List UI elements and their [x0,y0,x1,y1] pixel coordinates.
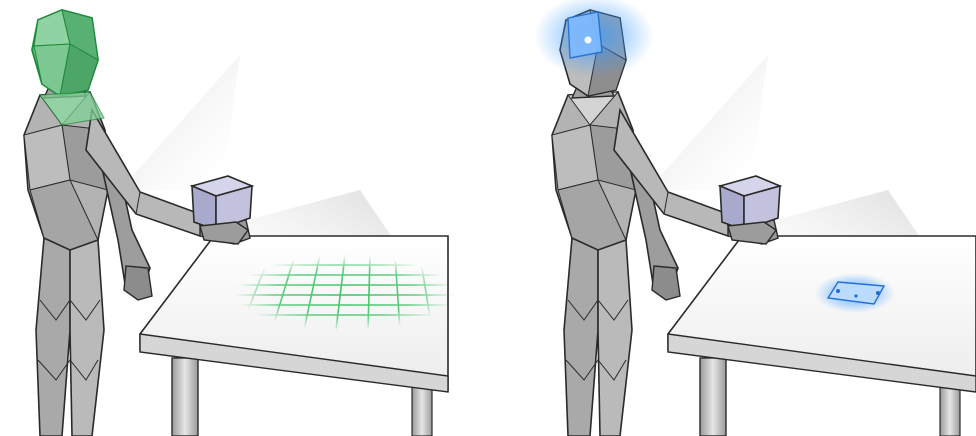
projector-beam-icon [648,55,768,190]
right-panel [534,0,976,436]
projector-beam-icon [120,55,240,190]
table-icon [140,236,448,436]
blue-glowing-eye-sensor [534,0,654,96]
table-icon [668,236,976,436]
blue-glowing-card [815,273,895,313]
left-panel [24,10,468,436]
